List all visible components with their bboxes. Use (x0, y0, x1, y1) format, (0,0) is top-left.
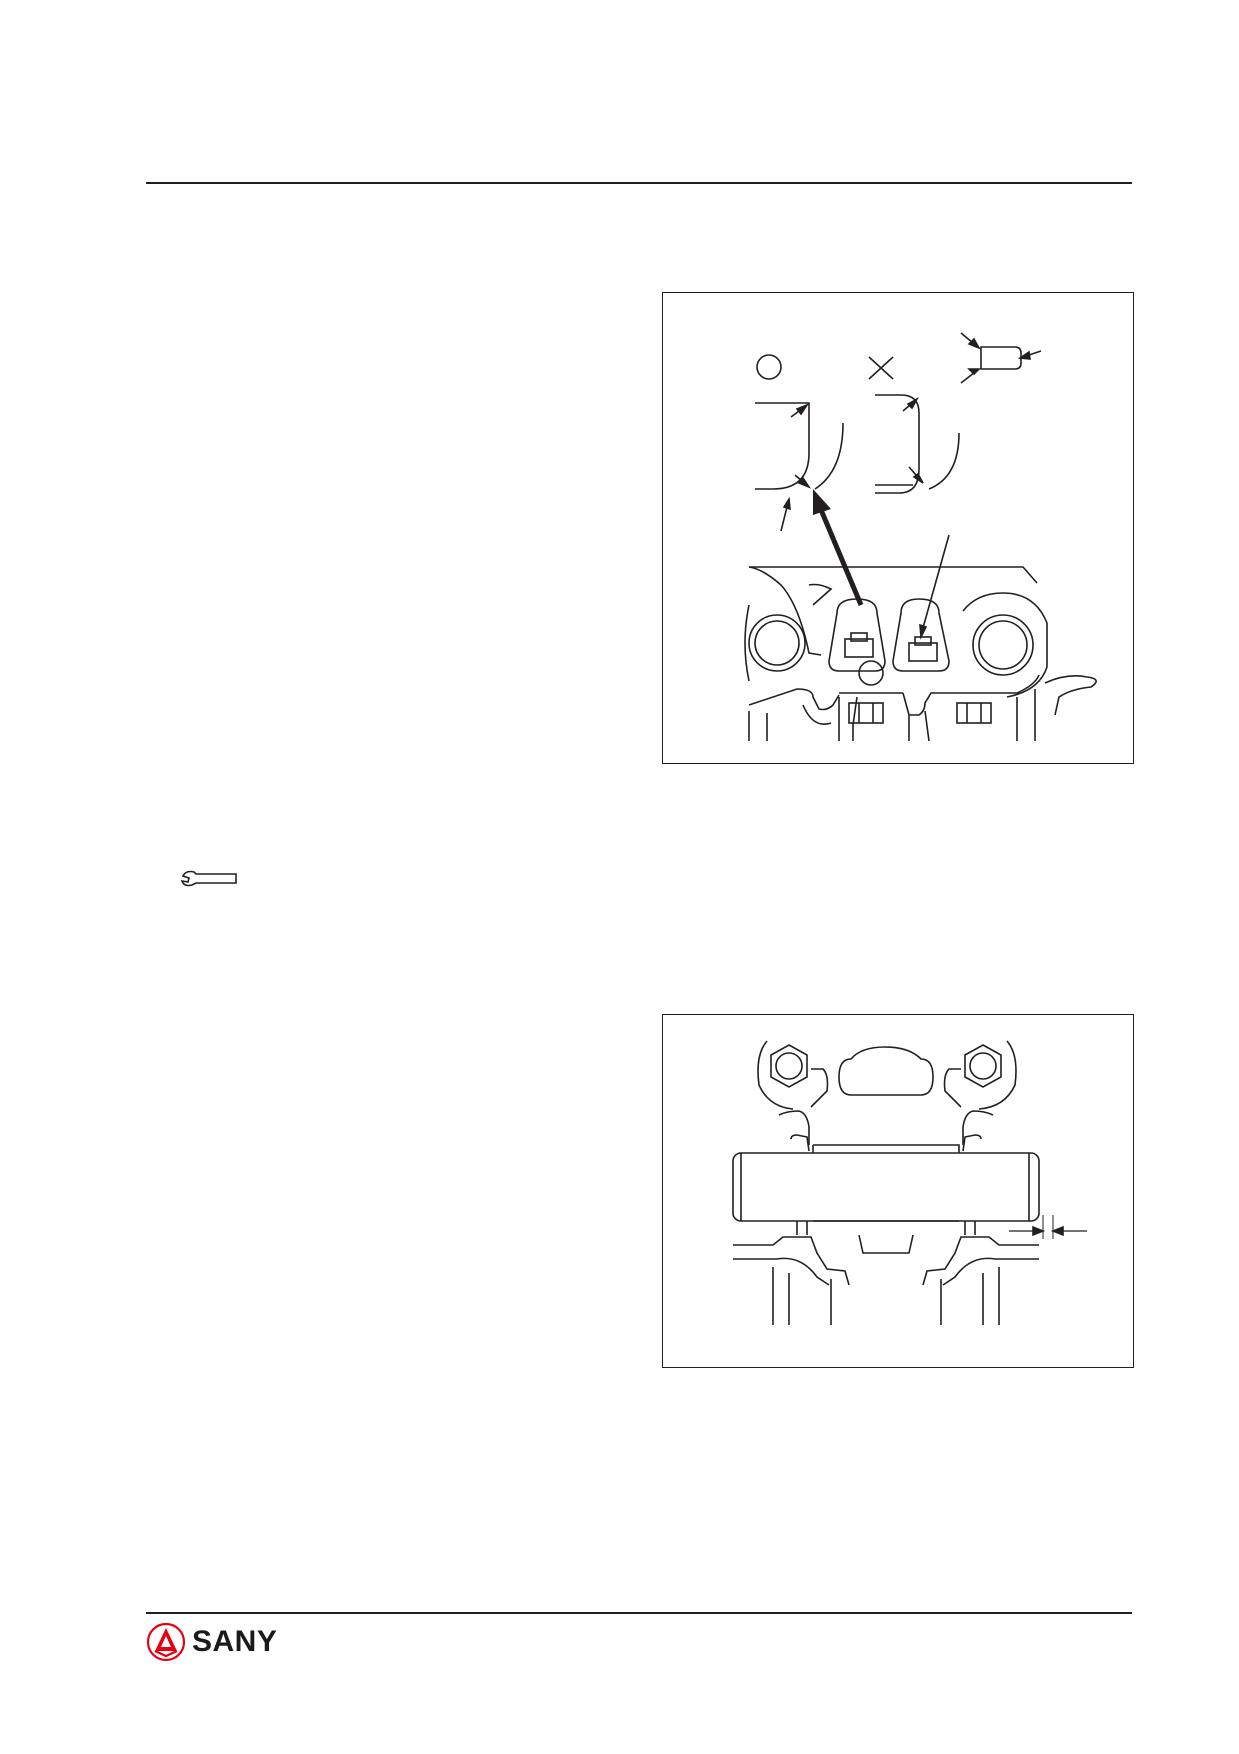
sany-emblem-icon (146, 1622, 186, 1662)
brand-logo: SANY (146, 1622, 277, 1662)
right-bolt (964, 1040, 1017, 1110)
chamfer-detail (960, 332, 1042, 384)
figure-track-link-edge-check (662, 292, 1134, 764)
brand-name: SANY (192, 1625, 278, 1658)
pointer-arrow (813, 489, 864, 606)
figure-pin-protrusion (662, 1014, 1134, 1368)
left-pin (748, 614, 806, 672)
incorrect-edge-profile (875, 394, 960, 494)
track-link-drawing (744, 534, 1097, 742)
cross-mark-icon (868, 356, 894, 380)
circle-mark-icon (756, 354, 782, 380)
correct-edge-profile (755, 402, 844, 532)
protrusion-dimension (1009, 1215, 1087, 1239)
right-pin (972, 614, 1034, 676)
header-rule (146, 182, 1132, 184)
center-slot (838, 1046, 934, 1096)
footer-rule (146, 1612, 1132, 1614)
left-bolt (757, 1040, 808, 1110)
wrench-icon (180, 868, 238, 893)
pin-body (732, 1152, 1040, 1222)
